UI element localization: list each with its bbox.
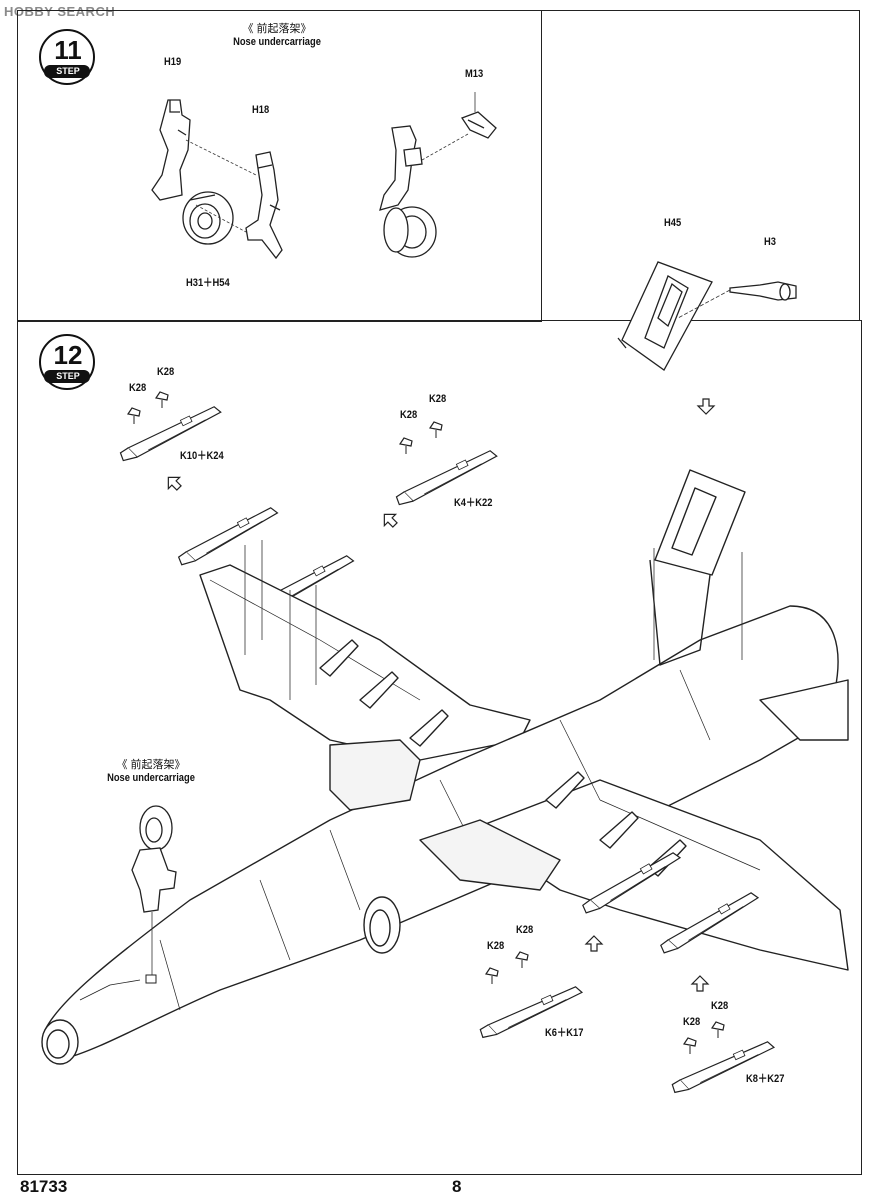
part-m13 bbox=[461, 111, 497, 139]
label-k28-a: K28 bbox=[157, 366, 175, 378]
k28-part bbox=[683, 1037, 697, 1055]
label-k28-c: K28 bbox=[429, 393, 447, 405]
assembled-nose-gear bbox=[379, 125, 437, 258]
outer-right-border bbox=[859, 10, 860, 320]
step-12-subtitle-en: Nose undercarriage bbox=[107, 772, 195, 784]
step-12-number: 12 bbox=[53, 340, 83, 370]
label-m13: M13 bbox=[465, 68, 484, 80]
label-k28-h: K28 bbox=[683, 1016, 701, 1028]
part-h18-strut bbox=[245, 151, 283, 260]
label-h19: H19 bbox=[164, 56, 182, 68]
part-h31-h54-wheel bbox=[182, 191, 234, 245]
label-k28-f: K28 bbox=[487, 940, 505, 952]
label-k28-g: K28 bbox=[711, 1000, 729, 1012]
label-h3: H3 bbox=[764, 236, 776, 248]
step-12-subtitle-cn: 《 前起落架》 bbox=[116, 759, 186, 771]
label-k28-d: K28 bbox=[400, 409, 418, 421]
step-11-right-border bbox=[541, 10, 542, 320]
nose-gear-installed bbox=[131, 805, 177, 913]
step-11-number: 11 bbox=[54, 35, 82, 65]
step-11-title-cn: 《 前起落架》 bbox=[242, 23, 312, 35]
label-k28-e: K28 bbox=[516, 924, 534, 936]
label-k8-k27: K8＋K27 bbox=[746, 1073, 785, 1085]
k28-part bbox=[155, 391, 169, 409]
step-11-title-en: Nose undercarriage bbox=[233, 36, 321, 48]
outer-top-border bbox=[541, 10, 860, 11]
label-k10-k24: K10＋K24 bbox=[180, 450, 224, 462]
label-k28-b: K28 bbox=[129, 382, 147, 394]
footer-product-code: 81733 bbox=[20, 1177, 68, 1196]
k28-part bbox=[399, 437, 413, 455]
label-k6-k17: K6＋K17 bbox=[545, 1027, 584, 1039]
step-12-panel bbox=[17, 320, 862, 1175]
step-11-word: STEP bbox=[56, 66, 80, 76]
k28-part bbox=[485, 967, 499, 985]
mounted-pylon-1 bbox=[173, 506, 284, 566]
footer-page-number: 8 bbox=[452, 1177, 462, 1196]
k28-part bbox=[515, 951, 529, 969]
label-h45: H45 bbox=[664, 217, 682, 229]
k28-part bbox=[711, 1021, 725, 1039]
part-h19-strut bbox=[151, 99, 191, 201]
aircraft-fuselage bbox=[41, 469, 849, 1065]
step-11-title: 《 前起落架》 Nose undercarriage bbox=[222, 20, 332, 48]
k28-part bbox=[429, 421, 443, 439]
step-11-panel bbox=[17, 10, 542, 322]
watermark-logo: HOBBY SEARCH bbox=[4, 4, 116, 19]
label-k4-k22: K4＋K22 bbox=[454, 497, 493, 509]
label-h31-h54: H31＋H54 bbox=[186, 277, 230, 289]
part-h3-probe bbox=[729, 281, 797, 301]
k28-part bbox=[127, 407, 141, 425]
step-12-word: STEP bbox=[56, 371, 80, 381]
label-h18: H18 bbox=[252, 104, 270, 116]
part-h45-canopy bbox=[617, 261, 713, 371]
step-12-subtitle: 《 前起落架》 Nose undercarriage bbox=[96, 756, 206, 784]
